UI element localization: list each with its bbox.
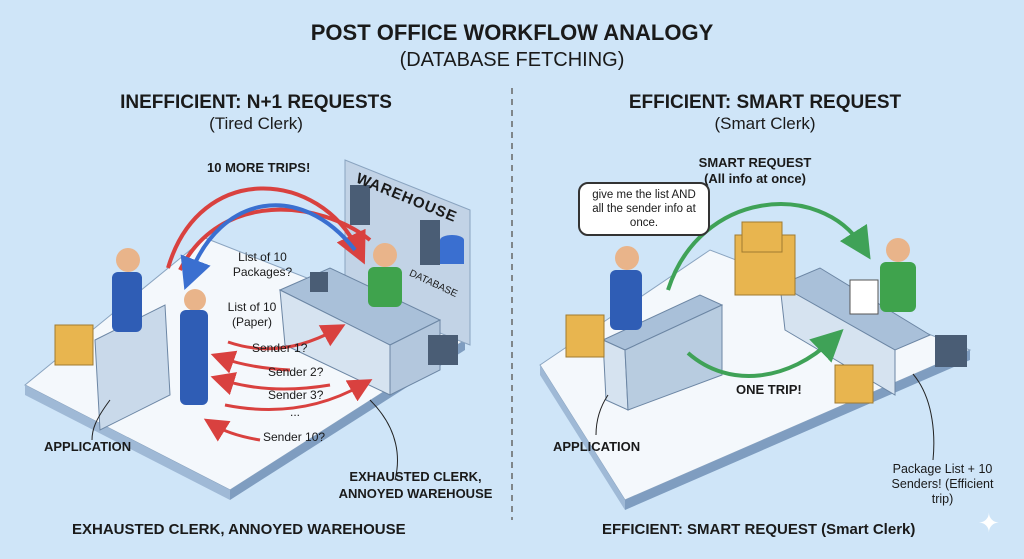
result-note: Package List + 10 Senders! (Efficient tr… — [891, 462, 994, 506]
page-subtitle: (DATABASE FETCHING) — [399, 49, 625, 71]
left-caption: EXHAUSTED CLERK, ANNOYED WAREHOUSE — [72, 521, 406, 538]
right-arrows — [595, 202, 935, 461]
right-caption: EFFICIENT: SMART REQUEST (Smart Clerk) — [602, 521, 916, 538]
right-application-label: APPLICATION — [553, 439, 641, 454]
right-subheading: (Smart Clerk) — [714, 114, 816, 133]
trips-label: 10 MORE TRIPS! — [207, 160, 311, 175]
smart-request-sub: (All info at once) — [704, 171, 806, 186]
left-application-label: APPLICATION — [44, 439, 132, 454]
sparkle-icon: ✦ — [978, 508, 1000, 538]
page-title: POST OFFICE WORKFLOW ANALOGY — [310, 20, 714, 45]
sender-10: Sender 10? — [263, 430, 326, 444]
left-arrows — [91, 186, 398, 481]
right-counters — [565, 221, 967, 411]
sender-2: Sender 2? — [268, 365, 324, 379]
paper-list-label: List of 10 (Paper) — [227, 300, 277, 329]
speech-bubble: give me the list AND all the sender info… — [578, 182, 710, 236]
left-subheading: (Tired Clerk) — [209, 114, 303, 133]
right-figures — [610, 238, 916, 330]
right-heading: EFFICIENT: SMART REQUEST — [628, 92, 902, 113]
sender-3: Sender 3? — [268, 388, 324, 402]
left-clerk-note: EXHAUSTED CLERK, ANNOYED WAREHOUSE — [338, 469, 493, 501]
left-heading: INEFFICIENT: N+1 REQUESTS — [120, 92, 392, 113]
sender-ellipsis: ... — [290, 405, 301, 419]
left-clerk-figures — [112, 243, 402, 405]
request-list-label: List of 10 Packages? — [232, 250, 293, 279]
smart-request-label: SMART REQUEST — [698, 155, 812, 170]
one-trip-label: ONE TRIP! — [736, 382, 802, 397]
sender-1: Sender 1? — [252, 341, 308, 355]
